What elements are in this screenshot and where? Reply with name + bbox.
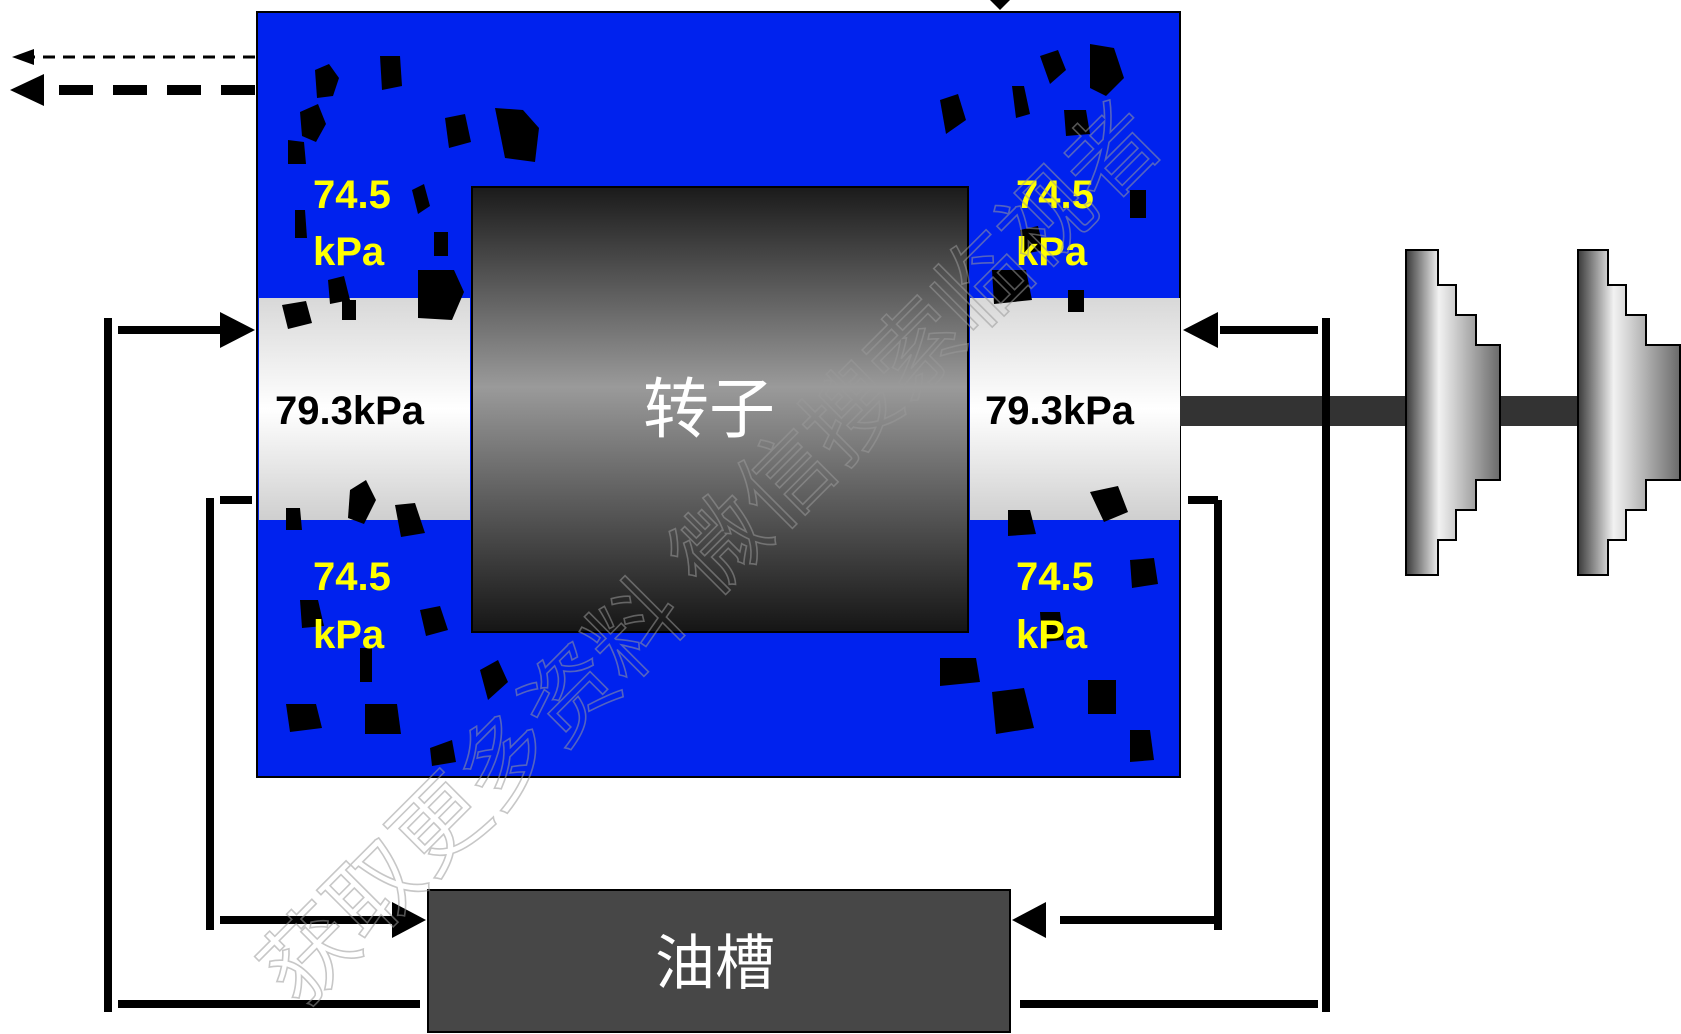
- arrow-into-left-seal: [220, 312, 255, 348]
- gas-pressure-top-right-unit: kPa: [1016, 230, 1088, 274]
- gas-pressure-top-right-value: 74.5: [1016, 173, 1094, 217]
- turbine-disk-1: [1405, 249, 1501, 576]
- turbine-disk-2: [1577, 249, 1681, 576]
- arrow-into-tank-right: [1012, 902, 1046, 938]
- gas-pressure-top-left-unit: kPa: [313, 230, 385, 274]
- oil-tank-label: 油槽: [655, 929, 775, 999]
- gas-pressure-top-left-value: 74.5: [313, 173, 391, 217]
- oil-tank: [427, 889, 1011, 1033]
- oil-lines: [104, 318, 1330, 1012]
- seal-ring-right: [970, 298, 1180, 520]
- gas-pressure-bottom-right-value: 74.5: [1016, 555, 1094, 599]
- arrow-into-tank-left: [392, 902, 426, 938]
- arrow-into-right-seal: [1183, 312, 1218, 348]
- gas-pressure-bottom-left-unit: kPa: [313, 613, 385, 657]
- rotor: [471, 186, 969, 633]
- gas-pressure-bottom-right-unit: kPa: [1016, 613, 1088, 657]
- gas-particles: [282, 44, 1158, 766]
- gas-exit-arrows: [10, 0, 1010, 106]
- gas-pressure-bottom-left-value: 74.5: [313, 555, 391, 599]
- flow-arrows: [220, 312, 1218, 938]
- seal-pressure-left: 79.3kPa: [275, 389, 425, 433]
- seal-pressure-right: 79.3kPa: [985, 389, 1135, 433]
- rotor-label: 转子: [643, 371, 775, 448]
